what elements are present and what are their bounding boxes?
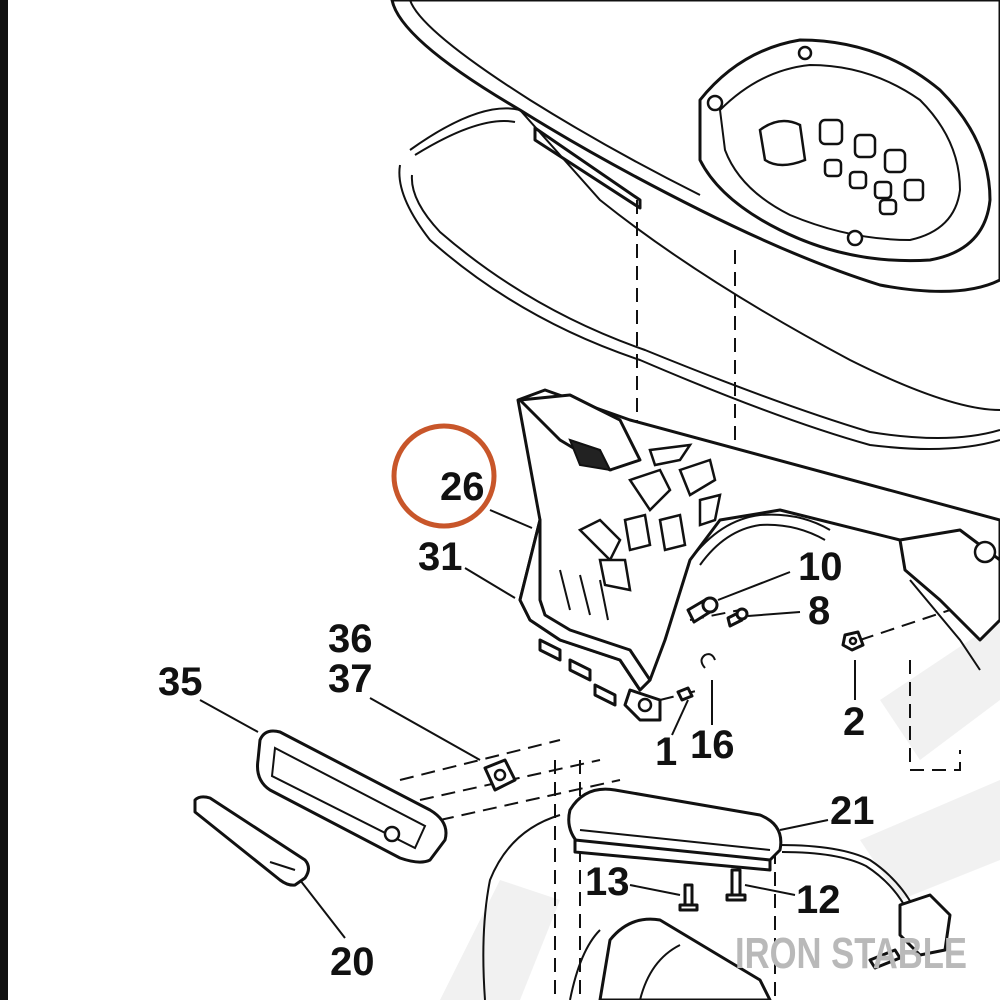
callout-37: 37 — [328, 657, 373, 701]
highlight-circle — [391, 423, 497, 529]
lens-strip — [256, 729, 448, 864]
left-border — [0, 0, 8, 1000]
leader-lines — [199, 509, 856, 939]
tour-pak-lid — [390, 0, 1000, 293]
callout-21: 21 — [830, 789, 875, 833]
callout-36: 36 — [328, 617, 373, 661]
callout-labels: 26 31 10 8 36 37 35 2 1 16 21 13 12 20 — [158, 465, 875, 984]
callout-13: 13 — [585, 860, 630, 904]
control-module — [482, 787, 952, 1000]
mounting-bracket — [516, 388, 1000, 722]
watermark-text: IRON STABLE — [735, 929, 967, 978]
callout-16: 16 — [690, 723, 735, 767]
lower-bag — [569, 917, 772, 1000]
callout-35: 35 — [158, 660, 203, 704]
callout-20: 20 — [330, 940, 375, 984]
callout-1: 1 — [655, 730, 677, 774]
callout-26: 26 — [440, 465, 485, 509]
callout-10: 10 — [798, 545, 843, 589]
screws — [678, 868, 747, 912]
trim-strip — [193, 795, 310, 887]
callout-8: 8 — [808, 589, 830, 633]
hardware — [483, 596, 865, 792]
callout-31: 31 — [418, 535, 463, 579]
callout-12: 12 — [796, 878, 841, 922]
callout-2: 2 — [843, 700, 865, 744]
lid-gasket — [398, 107, 1000, 450]
